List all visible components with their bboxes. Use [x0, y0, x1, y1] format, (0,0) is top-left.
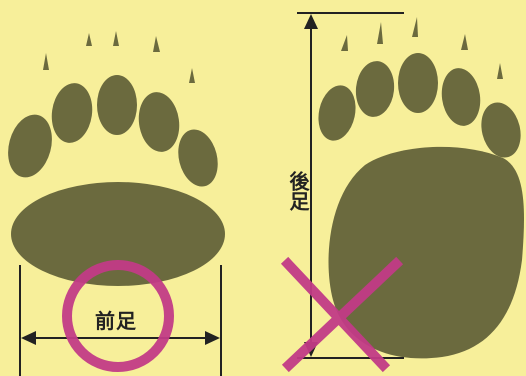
- front-toe-4: [138, 92, 180, 152]
- wrong-cross-mark: [280, 256, 404, 373]
- front-paw: [8, 31, 225, 286]
- front-toe-1: [8, 114, 52, 178]
- hind-paw-claws: [341, 17, 503, 79]
- front-paw-pad: [11, 182, 225, 286]
- hind-paw: [318, 17, 525, 359]
- front-toe-5: [178, 129, 218, 187]
- hind-claw-5: [497, 63, 503, 79]
- hind-toe-1: [318, 85, 356, 141]
- hind-toe-4: [441, 68, 481, 126]
- front-measure-arrow-right: [205, 331, 220, 345]
- front-claw-2: [86, 33, 92, 46]
- hind-paw-pad: [328, 146, 525, 359]
- front-measure-arrow-left: [21, 331, 36, 345]
- front-paw-label: 前足: [95, 309, 137, 333]
- front-toe-3: [97, 75, 137, 135]
- hind-paw-toes: [318, 53, 521, 158]
- wrong-cross-stroke-2: [281, 256, 404, 373]
- front-paw-toes: [8, 75, 218, 187]
- hind-paw-label: 後足: [286, 168, 310, 214]
- front-paw-claws: [43, 31, 195, 83]
- front-toe-2: [51, 83, 93, 143]
- hind-claw-4: [461, 34, 468, 50]
- front-claw-3: [113, 31, 119, 46]
- hind-claw-2: [377, 22, 383, 44]
- hind-toe-3: [398, 53, 438, 113]
- front-claw-1: [43, 53, 49, 70]
- correct-circle-mark: [62, 260, 174, 372]
- hind-toe-5: [481, 102, 521, 158]
- front-claw-4: [153, 36, 160, 52]
- front-claw-5: [189, 68, 195, 83]
- hind-claw-1: [341, 35, 348, 51]
- hind-measure-arrow-top: [304, 14, 318, 29]
- front-width-measure: [19, 265, 222, 376]
- hind-claw-3: [412, 17, 418, 37]
- hind-toe-2: [355, 61, 395, 117]
